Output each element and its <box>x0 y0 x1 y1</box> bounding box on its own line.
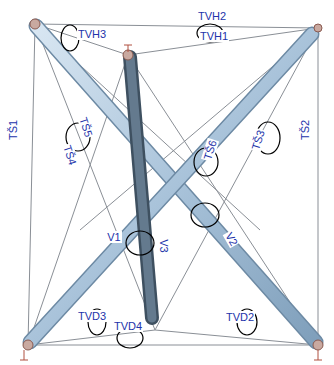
member-markers <box>61 24 280 348</box>
member-label: TŠ1 <box>7 119 19 141</box>
member-label: TŠ5 <box>77 115 95 140</box>
tube-members <box>30 26 316 342</box>
support-marks <box>20 45 322 360</box>
thin-members <box>28 24 318 345</box>
member-label: TVH3 <box>77 28 107 40</box>
member-label: TVD2 <box>225 311 255 323</box>
member-label: TŠ4 <box>61 143 79 168</box>
member-label: TŠ2 <box>299 119 311 141</box>
member-label: TVD4 <box>113 320 143 332</box>
member-label: TVH1 <box>199 30 229 42</box>
member-label: TVD3 <box>77 310 107 322</box>
member-label: TŠ3 <box>249 128 267 153</box>
member-label: TVH2 <box>197 10 227 22</box>
member-label: V3 <box>158 238 170 253</box>
member-label: V1 <box>106 231 121 243</box>
joint-nodes <box>23 19 323 350</box>
